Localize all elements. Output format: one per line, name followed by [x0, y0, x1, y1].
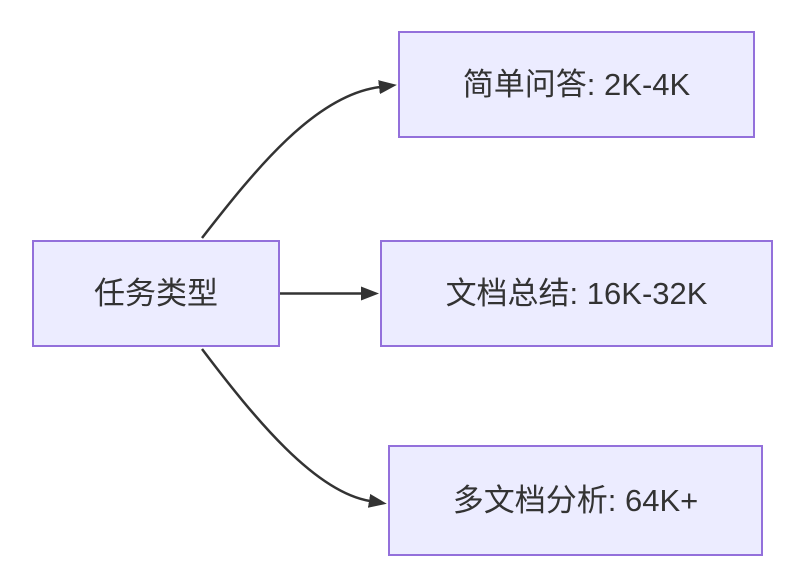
node-multi-doc-analysis: 多文档分析: 64K+	[388, 445, 763, 556]
edge-task-type-to-simple-qa	[201, 80, 397, 239]
node-simple-qa-label: 简单问答: 2K-4K	[462, 66, 691, 102]
node-task-type-label: 任务类型	[94, 275, 218, 311]
node-doc-summary: 文档总结: 16K-32K	[380, 240, 773, 347]
node-doc-summary-label: 文档总结: 16K-32K	[445, 275, 708, 311]
node-task-type: 任务类型	[32, 240, 280, 347]
node-simple-qa: 简单问答: 2K-4K	[398, 31, 755, 138]
edge-task-type-to-multi-doc-analysis	[201, 348, 387, 508]
node-multi-doc-analysis-label: 多文档分析: 64K+	[452, 482, 699, 518]
